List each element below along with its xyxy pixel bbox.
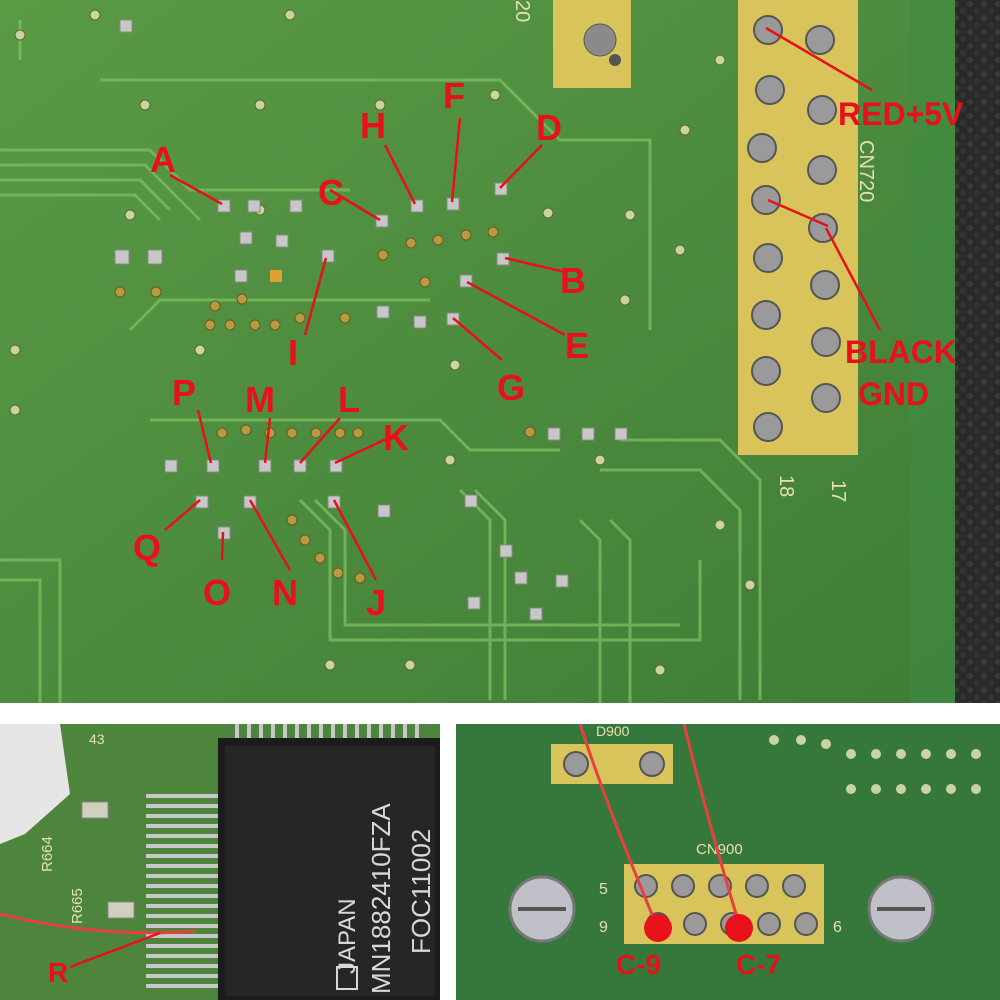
red-wire-c9 — [578, 724, 658, 925]
label-black: BLACK — [845, 334, 957, 370]
label-k: K — [383, 417, 409, 458]
label-m: M — [245, 379, 275, 420]
label-gnd: GND — [858, 376, 929, 412]
label-d: D — [536, 107, 562, 148]
label-l: L — [338, 379, 360, 420]
red-wire — [0, 912, 196, 935]
pcb-vias — [9, 9, 756, 676]
silk-r665: R665 — [69, 888, 86, 924]
label-r: R — [48, 957, 68, 988]
pin-20-silk: 20 — [511, 0, 533, 22]
pcb-traces — [0, 20, 762, 703]
pin-17-silk: 17 — [827, 480, 849, 502]
label-h: H — [360, 105, 386, 146]
label-p: P — [172, 372, 196, 413]
label-q: Q — [133, 527, 161, 568]
label-g: G — [497, 367, 525, 408]
red-wire-c7 — [682, 724, 741, 925]
ic-pins — [146, 724, 419, 988]
main-board-illustration: 18 17 CN720 20 A B — [0, 0, 1000, 703]
pointer-line-r — [69, 931, 161, 969]
chip-part-number: MN1882410FZA — [366, 803, 396, 994]
connector-cn720 — [738, 0, 858, 455]
pcb-pads — [114, 19, 628, 621]
manufacturer-logo — [336, 966, 358, 990]
label-c7: C-7 — [736, 949, 781, 980]
label-b: B — [560, 260, 586, 301]
pcb-round-pads — [114, 226, 536, 584]
silk-pin-9: 9 — [599, 919, 608, 936]
silk-pin-5: 5 — [599, 881, 608, 898]
label-f: F — [443, 75, 465, 116]
label-a: A — [150, 139, 176, 180]
chip-closeup-photo: 43 R664 R665 JAPAN MN1882410FZA FOC11002… — [0, 724, 440, 1000]
resistor-r665 — [107, 901, 135, 919]
connector-vias — [769, 735, 981, 794]
label-n: N — [272, 572, 298, 613]
chip-extra-code: FOC11002 — [406, 829, 436, 954]
resistor-r664 — [81, 801, 109, 819]
chip-closeup-illustration: 43 R664 R665 JAPAN MN1882410FZA FOC11002… — [0, 724, 440, 1000]
silk-d900: D900 — [596, 724, 630, 739]
pin-18-silk: 18 — [775, 475, 797, 497]
ribbon-cable — [0, 724, 70, 844]
connector-closeup-illustration: D900 CN900 5 9 6 C-9 C-7 — [456, 724, 1000, 1000]
marker-c7 — [725, 914, 753, 942]
label-j: J — [366, 582, 386, 623]
silk-cn900: CN900 — [696, 841, 743, 858]
silk-r664: R664 — [39, 836, 56, 872]
pointer-lines — [164, 26, 882, 581]
label-c: C — [318, 172, 344, 213]
connector-silk-cn720: CN720 — [855, 140, 877, 202]
connector-closeup-photo: D900 CN900 5 9 6 C-9 C-7 — [456, 724, 1000, 1000]
main-board-photo: 18 17 CN720 20 A B — [0, 0, 1000, 703]
label-red-5v: RED+5V — [838, 96, 964, 132]
gold-pad — [270, 270, 282, 282]
chip-country: JAPAN — [334, 898, 361, 974]
silk-pin-6: 6 — [833, 919, 842, 936]
label-o: O — [203, 572, 231, 613]
label-e: E — [565, 325, 589, 366]
label-c9: C-9 — [616, 949, 661, 980]
label-i: I — [288, 332, 298, 373]
silk-43: 43 — [89, 731, 105, 747]
marker-c9 — [644, 914, 672, 942]
